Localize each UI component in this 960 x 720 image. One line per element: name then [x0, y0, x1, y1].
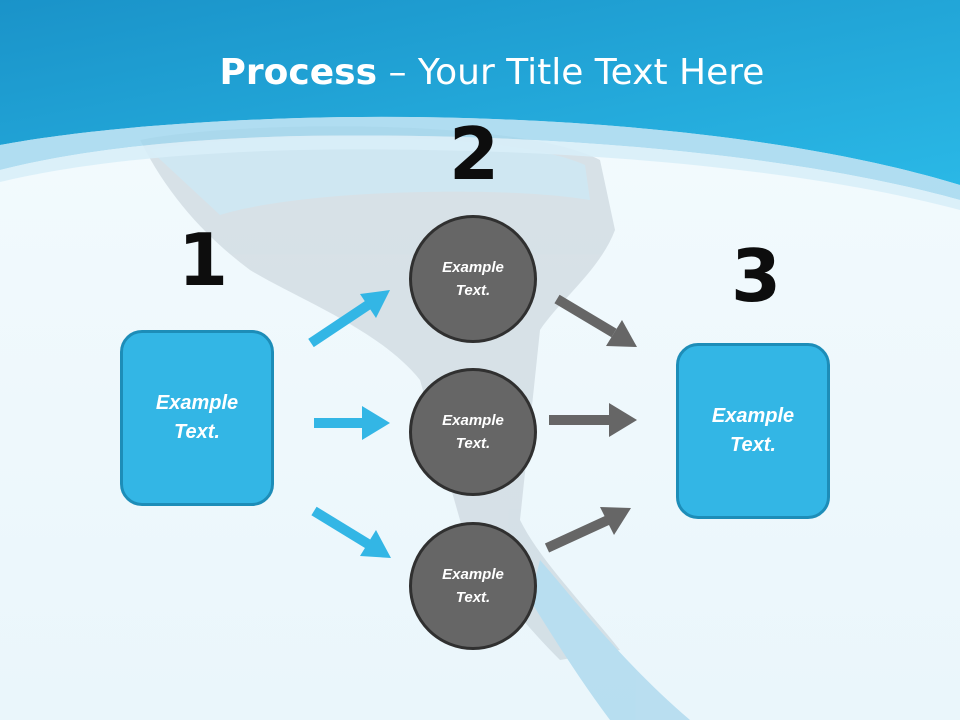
- title-rest: – Your Title Text Here: [377, 52, 765, 93]
- step-number-3: 3: [731, 234, 782, 318]
- step1-box-line2: Text.: [174, 421, 220, 443]
- circle-middle-line2: Text.: [455, 435, 491, 452]
- step-number-2: 2: [449, 112, 500, 196]
- step3-box-line1: Example: [711, 405, 795, 427]
- step2-circle-bottom[interactable]: Example Text.: [409, 522, 537, 650]
- circle-middle-line1: Example: [442, 412, 504, 429]
- circle-bottom-line2: Text.: [455, 589, 491, 606]
- step1-box[interactable]: Example Text.: [120, 330, 274, 506]
- arrow-blue-middle: [314, 406, 390, 440]
- arrow-gray-up: [544, 507, 631, 553]
- slide-title: Process – Your Title Text Here: [0, 52, 960, 93]
- arrow-gray-middle: [549, 403, 637, 437]
- circle-top-line2: Text.: [455, 282, 491, 299]
- step1-box-line1: Example: [155, 392, 239, 414]
- arrow-gray-down: [554, 294, 637, 347]
- step-number-1: 1: [178, 218, 229, 302]
- step2-circle-top[interactable]: Example Text.: [409, 215, 537, 343]
- circle-top-line1: Example: [442, 259, 504, 276]
- title-bold: Process: [219, 52, 378, 93]
- circle-bottom-line1: Example: [442, 566, 504, 583]
- step3-box-line2: Text.: [730, 434, 776, 456]
- step2-circle-middle[interactable]: Example Text.: [409, 368, 537, 496]
- step3-box[interactable]: Example Text.: [676, 343, 830, 519]
- arrow-blue-down: [311, 506, 391, 558]
- arrow-blue-up: [308, 290, 390, 348]
